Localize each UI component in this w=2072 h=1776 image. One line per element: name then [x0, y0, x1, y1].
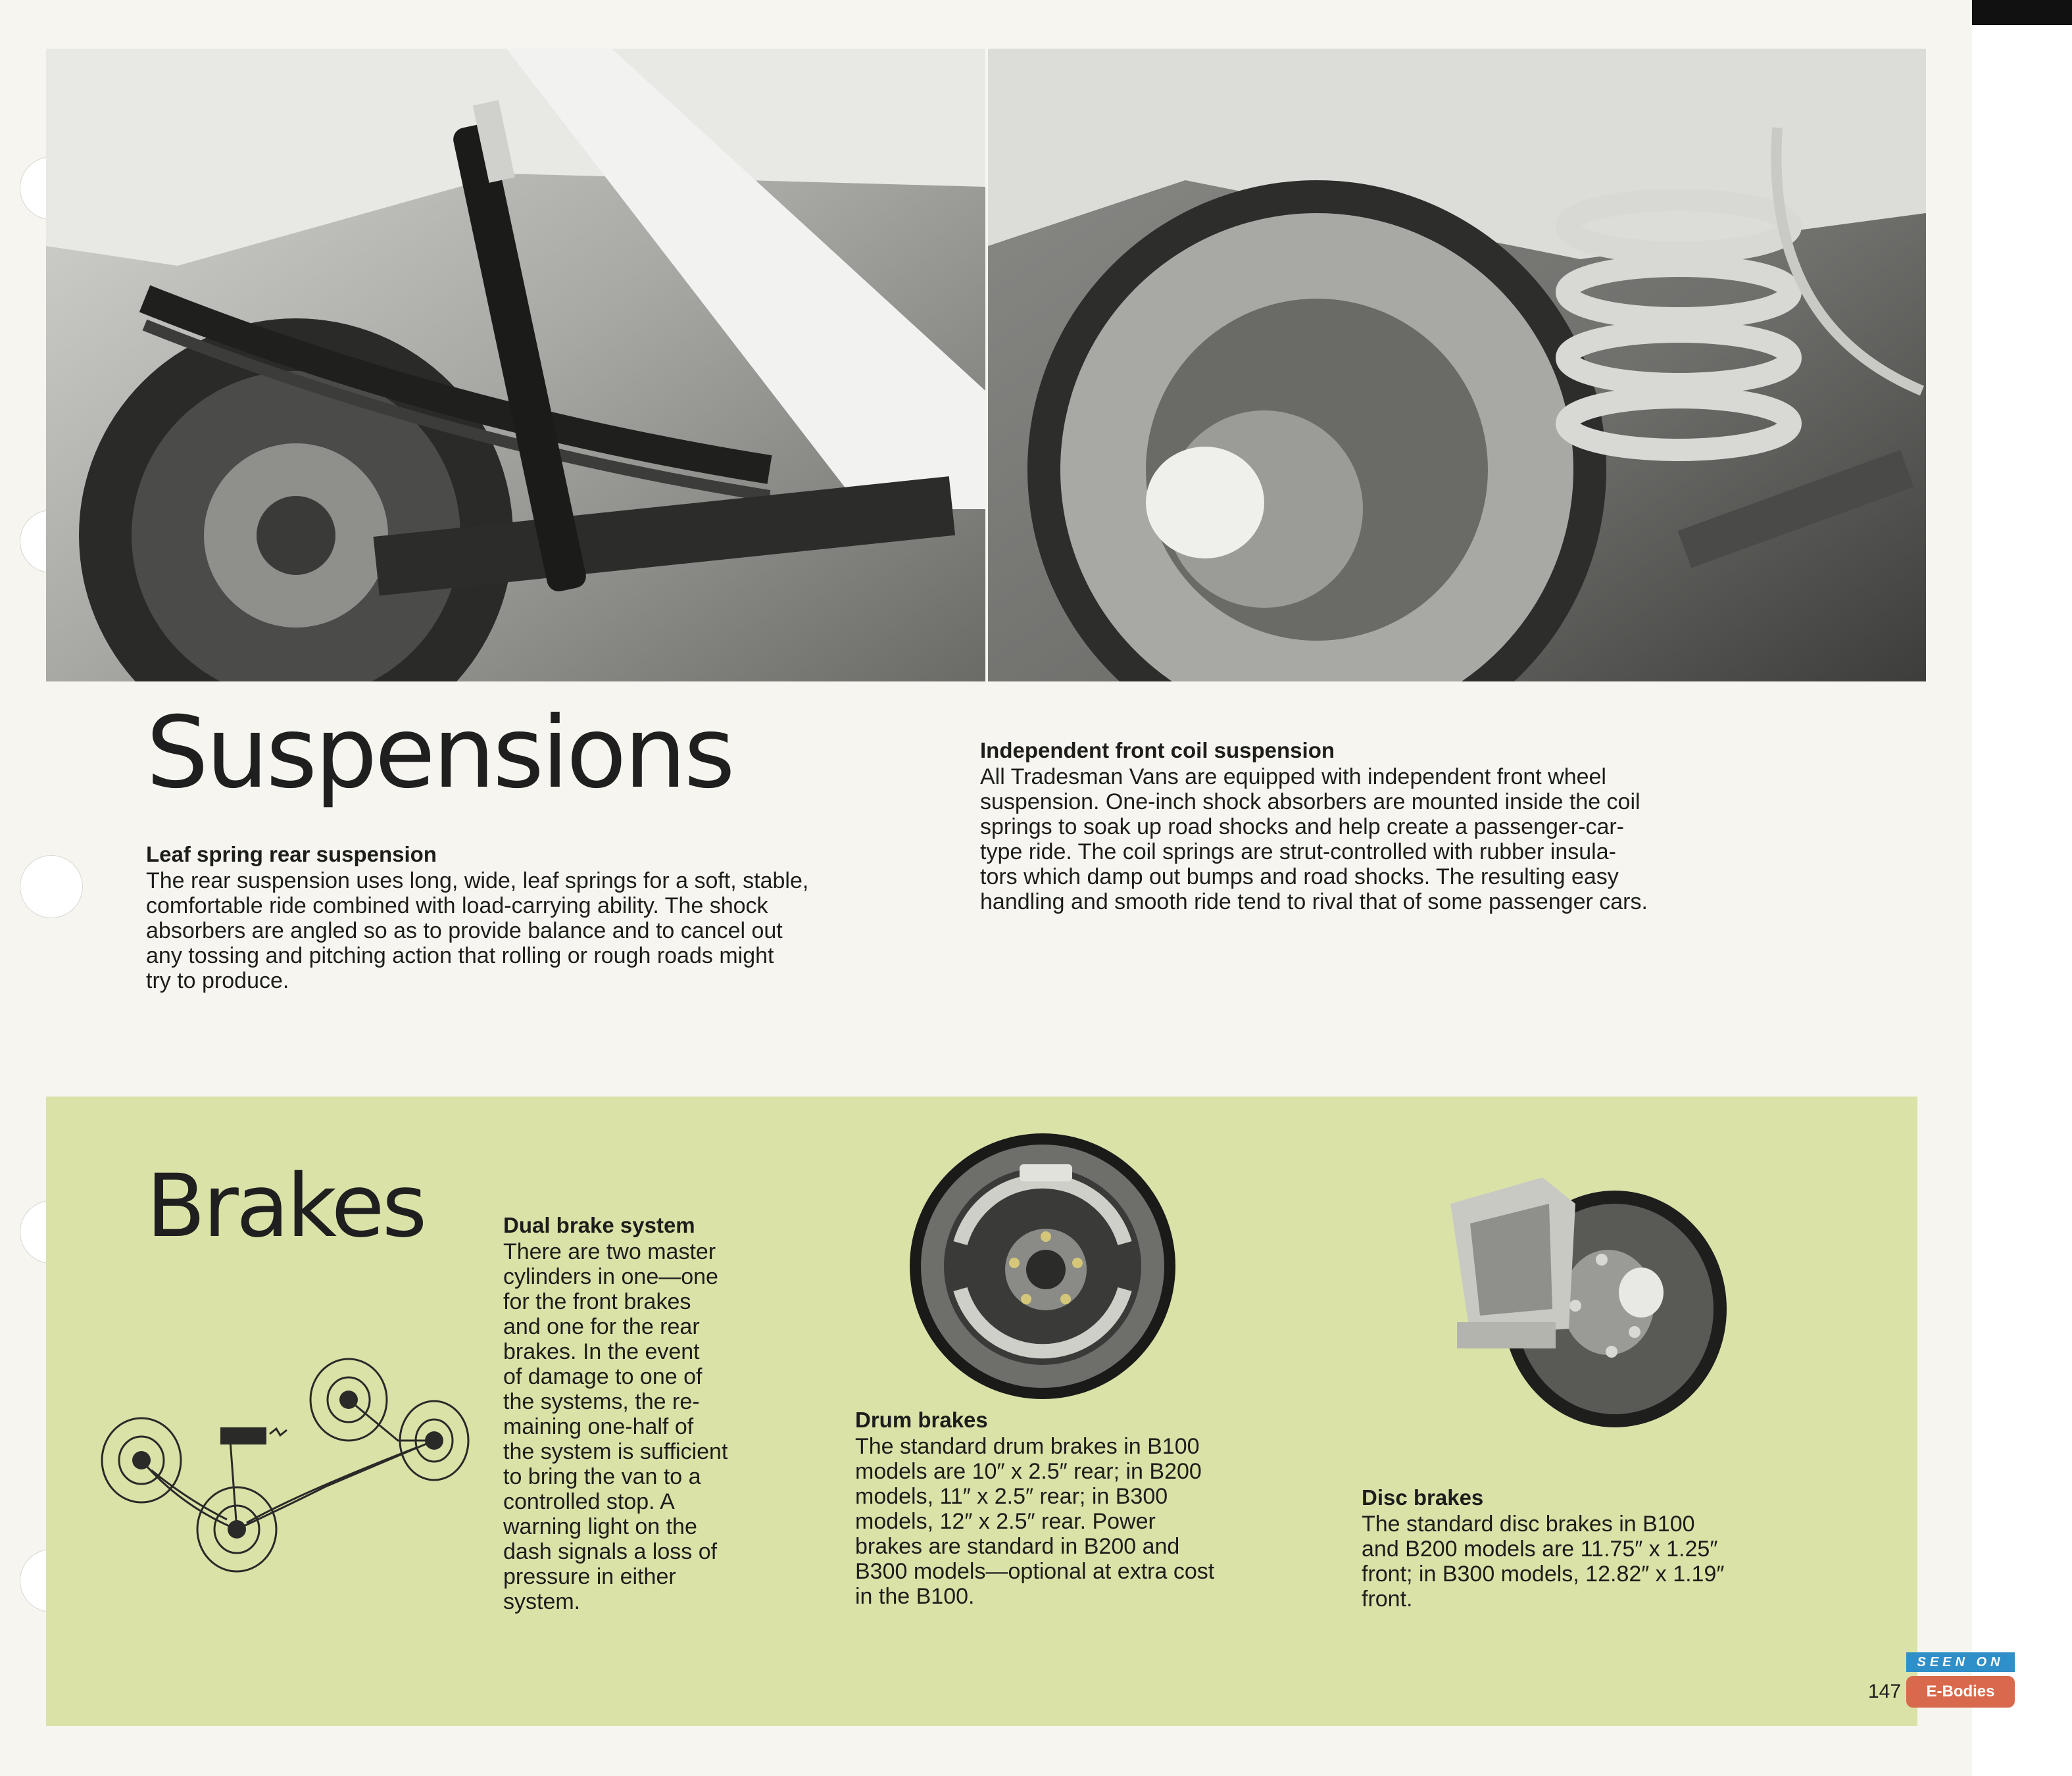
disc-brake-heading: Disc brakes [1362, 1485, 1484, 1510]
leaf-spring-icon [46, 49, 985, 681]
dual-brake-diagram [89, 1342, 470, 1592]
brake-lines-icon [101, 1358, 470, 1573]
front-suspension-body: All Tradesman Vans are equipped with ind… [980, 764, 1648, 914]
page-number: 147 [1868, 1681, 1902, 1702]
disc-brake-photo [1444, 1164, 1727, 1434]
rear-suspension-heading: Leaf spring rear suspension [146, 842, 437, 866]
coil-spring-disc-icon [988, 49, 1926, 681]
disc-brake-body: The standard disc brakes in B100 and B20… [1362, 1512, 1725, 1612]
dual-brake-heading: Dual brake system [503, 1213, 695, 1237]
rear-suspension-photo [46, 49, 985, 681]
front-suspension-heading: Independent front coil suspension [980, 738, 1335, 762]
seen-on-badge: SEEN ON E-Bodies [1906, 1652, 2015, 1713]
badge-line2: E-Bodies [1906, 1676, 2015, 1708]
brakes-title: Brakes [146, 1156, 427, 1257]
dual-brake-body: There are two master cylinders in one—on… [503, 1239, 728, 1614]
drum-brake-icon [910, 1133, 1175, 1399]
front-suspension-photo [988, 49, 1926, 681]
suspensions-title: Suspensions [146, 696, 735, 810]
disc-brake-icon [1450, 1177, 1727, 1427]
drum-brake-body: The standard drum brakes in B100 models … [855, 1434, 1215, 1609]
drum-brake-heading: Drum brakes [855, 1408, 988, 1432]
rear-suspension-body: The rear suspension uses long, wide, lea… [146, 868, 809, 993]
badge-line1: SEEN ON [1906, 1652, 2015, 1672]
drum-brake-photo [908, 1131, 1177, 1401]
page-edge [1972, 0, 2072, 1776]
binder-hole [20, 855, 83, 918]
